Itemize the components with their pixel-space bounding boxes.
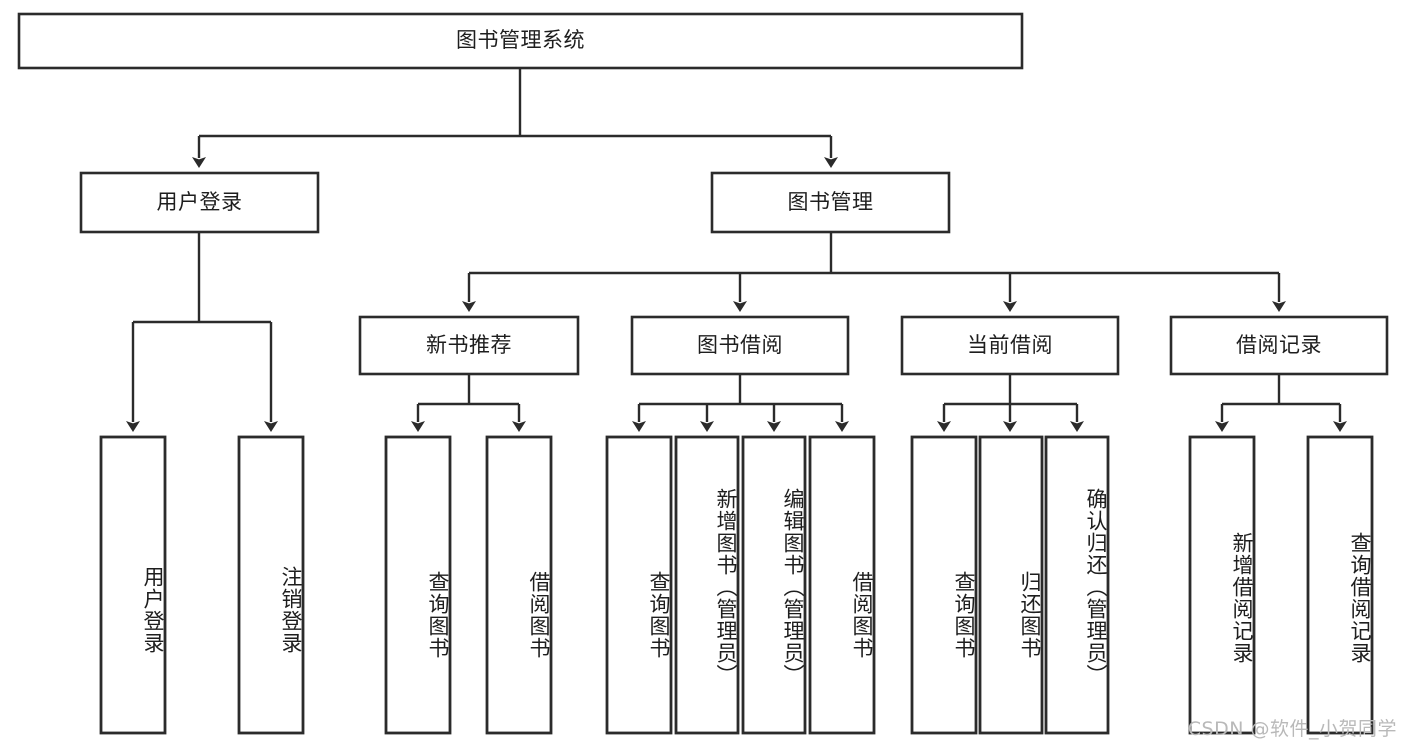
connector-bookborrow-to-leaves [632,374,849,432]
leaf-node-edit-book[interactable] [741,435,807,735]
node-new-book-rec[interactable] [358,315,580,376]
leaf-node-user-login[interactable] [99,435,167,735]
leaf-node-query-record[interactable] [1306,435,1374,735]
leaf-node-query-book-2[interactable] [605,435,673,735]
node-book-manage[interactable] [710,171,951,234]
leaf-node-add-record[interactable] [1188,435,1256,735]
node-book-borrow[interactable] [630,315,850,376]
connector-root-to-level2 [192,68,838,168]
leaf-node-add-book[interactable] [674,435,740,735]
leaf-node-confirm-return[interactable] [1044,435,1110,735]
connector-newbook-to-leaves [411,374,526,432]
node-current-borrow[interactable] [900,315,1120,376]
node-user-login[interactable] [79,171,320,234]
leaf-node-query-book-1[interactable] [384,435,452,735]
leaf-node-query-book-3[interactable] [910,435,978,735]
connector-bookmanage-to-level3 [462,232,1286,312]
connector-borrowrecord-to-leaves [1215,374,1347,432]
leaf-node-borrow-book-2[interactable] [808,435,876,735]
connector-userlogin-to-leaves [126,232,278,432]
connector-currentborrow-to-leaves [937,374,1084,432]
leaf-node-logout-login[interactable] [237,435,305,735]
leaf-node-borrow-book-1[interactable] [485,435,553,735]
node-root[interactable] [17,12,1024,70]
leaf-node-return-book[interactable] [978,435,1044,735]
node-borrow-record[interactable] [1169,315,1389,376]
